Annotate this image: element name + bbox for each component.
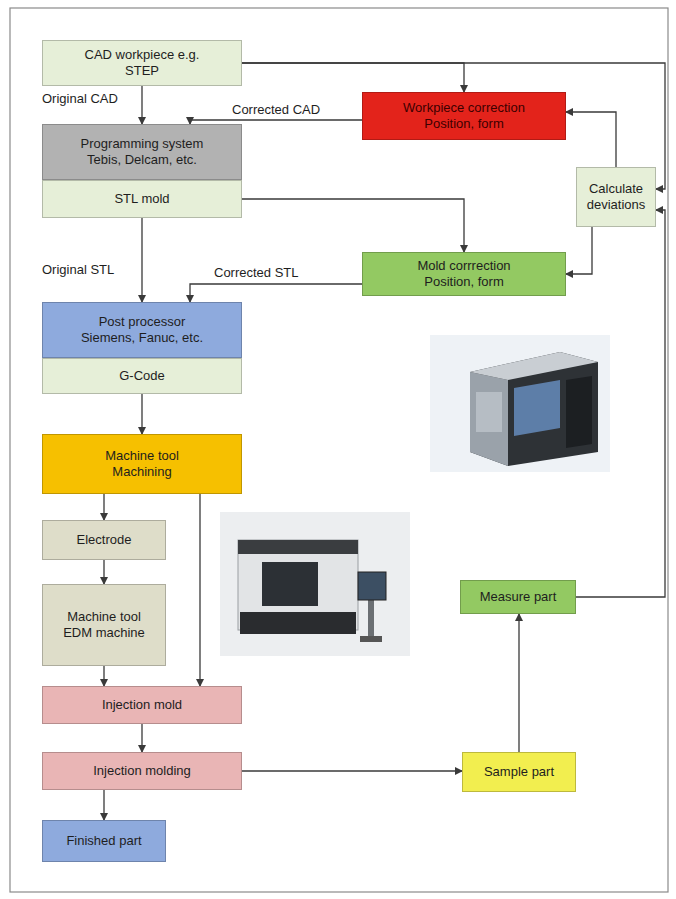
machine-tool-photo [220, 512, 410, 656]
process-box: Machine tool Machining [42, 434, 242, 494]
box-label: Calculate deviations [583, 181, 649, 212]
frame-border [10, 8, 668, 892]
box-label: Mold corrrection Position, form [394, 258, 534, 289]
flow-arrow [242, 63, 464, 92]
flow-arrow [576, 210, 665, 597]
flow-arrow [103, 494, 104, 520]
box-label: Finished part [66, 833, 141, 849]
flow-arrow [141, 394, 142, 434]
flow-arrow [566, 227, 592, 274]
flow-label: Original STL [40, 262, 116, 278]
flow-arrow [242, 199, 464, 252]
machine-side [470, 372, 508, 466]
process-box: Injection molding [42, 752, 242, 790]
flow-arrow [141, 86, 142, 124]
flow-arrow [190, 284, 362, 302]
box-label: Injection molding [93, 763, 191, 779]
box-label: Electrode [77, 532, 132, 548]
box-label: Machine tool EDM machine [54, 609, 154, 640]
flow-arrow [242, 770, 462, 771]
process-box: Post processor Siemens, Fanuc, etc. [42, 302, 242, 358]
flow-arrow [141, 724, 142, 752]
correction-box: Mold corrrection Position, form [362, 252, 566, 296]
control-panel [358, 572, 386, 600]
photo-background [430, 335, 610, 472]
box-label: Workpiece correction Position, form [394, 100, 534, 131]
correction-box: Workpiece correction Position, form [362, 92, 566, 140]
box-label: Injection mold [102, 697, 182, 713]
output-box: Sample part [462, 752, 576, 792]
box-label: Measure part [480, 589, 557, 605]
input-box: CAD workpiece e.g. STEP [42, 40, 242, 86]
machine-door-window [262, 562, 318, 606]
flow-arrow [518, 614, 519, 752]
process-box: Electrode [42, 520, 166, 560]
box-label: Sample part [484, 764, 554, 780]
flow-arrow [103, 790, 104, 820]
machine-side-panel [476, 392, 502, 432]
box-label: CAD workpiece e.g. STEP [82, 47, 202, 78]
flow-label: Corrected CAD [230, 102, 322, 118]
box-label: STL mold [114, 191, 169, 207]
machine-panel [566, 376, 592, 448]
box-label: Programming system Tebis, Delcam, etc. [75, 136, 210, 167]
panel-foot [360, 636, 382, 642]
machine-top-band [238, 540, 358, 554]
process-box: Measure part [460, 580, 576, 614]
flow-label: Corrected STL [212, 265, 301, 281]
machine-base [240, 612, 356, 634]
box-label: G-Code [119, 368, 165, 384]
process-box: Calculate deviations [576, 167, 656, 227]
machine-window [514, 380, 560, 436]
box-label: Machine tool Machining [92, 448, 192, 479]
output-box: G-Code [42, 358, 242, 394]
machine-body [470, 352, 598, 466]
flow-arrow [199, 494, 200, 686]
flow-label: Original CAD [40, 91, 120, 107]
flow-arrow [141, 218, 142, 302]
photo-background [220, 512, 410, 656]
flow-arrow [566, 112, 616, 167]
process-box: Programming system Tebis, Delcam, etc. [42, 124, 242, 180]
process-box: Machine tool EDM machine [42, 584, 166, 666]
flow-arrow [103, 560, 104, 584]
panel-stand [368, 598, 374, 638]
process-box: Injection mold [42, 686, 242, 724]
machine-top [470, 352, 598, 380]
flow-arrow [103, 666, 104, 686]
output-box: Finished part [42, 820, 166, 862]
box-label: Post processor Siemens, Fanuc, etc. [75, 314, 210, 345]
output-box: STL mold [42, 180, 242, 218]
ct-machine-photo [430, 335, 610, 472]
